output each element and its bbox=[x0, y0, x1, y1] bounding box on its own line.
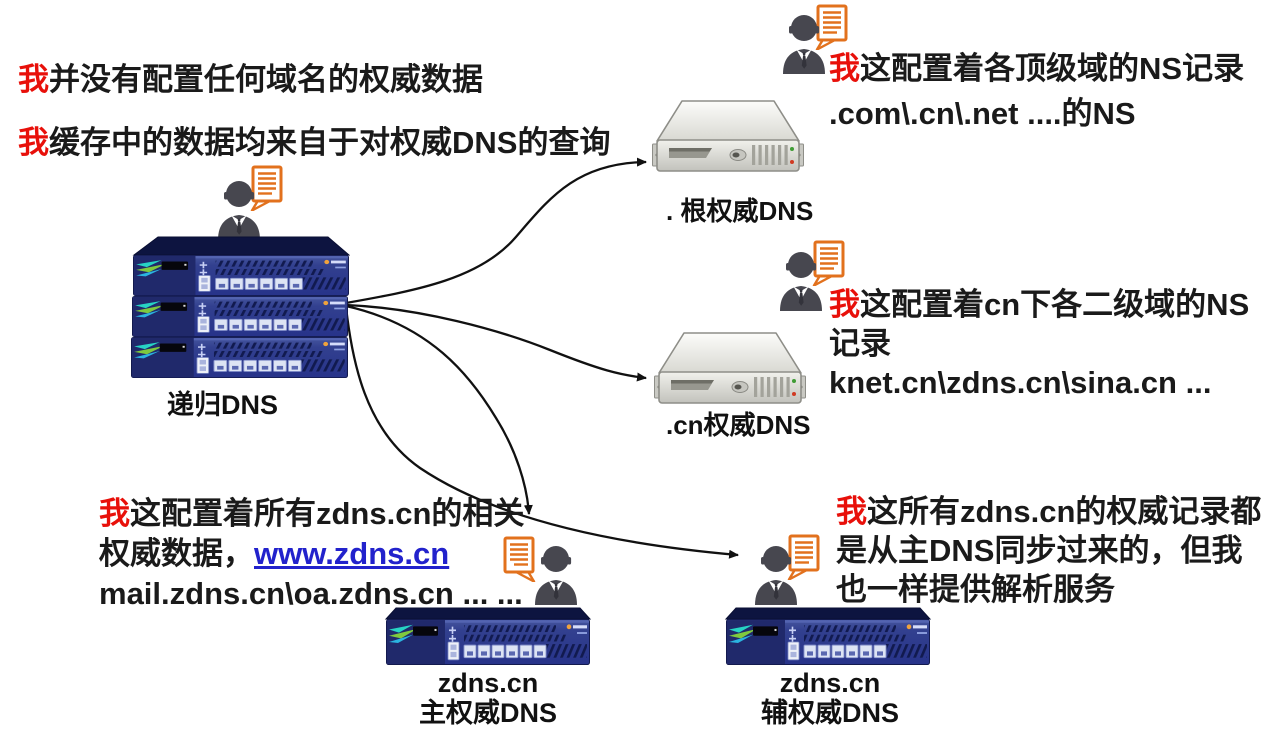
secondary-role-label: 辅权威DNS bbox=[760, 698, 899, 728]
note-lead-wo: 我 bbox=[18, 125, 49, 160]
secondary-dns-label: zdns.cn 辅权威DNS bbox=[725, 668, 935, 728]
note-lead-wo: 我 bbox=[829, 287, 860, 322]
note-text: 并没有配置任何域名的权威数据 bbox=[49, 62, 483, 97]
note-text: 这所有zdns.cn的权威记录都 bbox=[867, 494, 1262, 529]
root-dns-server bbox=[652, 98, 804, 176]
person-icon bbox=[534, 545, 580, 605]
primary-role-label: 主权威DNS bbox=[418, 698, 557, 728]
person-icon bbox=[782, 14, 828, 74]
note-lead-wo: 我 bbox=[836, 494, 867, 529]
note-text: 权威数据， bbox=[99, 536, 254, 571]
root-dns-label: . 根权威DNS bbox=[666, 196, 814, 226]
cn-dns-label: .cn权威DNS bbox=[666, 410, 811, 440]
secondary-dns-server bbox=[724, 607, 932, 665]
primary-dns-server bbox=[384, 607, 592, 665]
primary-dns-note: 我这配置着所有zdns.cn的相关 权威数据，www.zdns.cn mail.… bbox=[99, 494, 524, 614]
cn-dns-note: 我这配置着cn下各二级域的NS 记录 knet.cn\zdns.cn\sina.… bbox=[829, 285, 1249, 402]
primary-domain-label: zdns.cn bbox=[437, 668, 539, 698]
note-text: 是从主DNS同步过来的，但我 bbox=[836, 533, 1243, 568]
note-text: knet.cn\zdns.cn\sina.cn ... bbox=[829, 365, 1212, 400]
note-text: 记录 bbox=[829, 326, 891, 361]
recursive-note-line1: 我并没有配置任何域名的权威数据 bbox=[18, 60, 483, 100]
note-text: 这配置着所有zdns.cn的相关 bbox=[130, 496, 525, 531]
person-icon bbox=[779, 251, 825, 311]
zdns-link[interactable]: www.zdns.cn bbox=[254, 536, 450, 571]
person-icon bbox=[217, 180, 263, 240]
arrow-to-primary-dns bbox=[345, 304, 533, 515]
note-text: 也一样提供解析服务 bbox=[836, 572, 1115, 607]
secondary-domain-label: zdns.cn bbox=[779, 668, 881, 698]
note-text: .com\.cn\.net ....的NS bbox=[829, 96, 1136, 131]
secondary-dns-note: 我这所有zdns.cn的权威记录都 是从主DNS同步过来的，但我 也一样提供解析… bbox=[836, 492, 1261, 609]
recursive-dns-server-stack bbox=[131, 236, 350, 378]
note-text: 这配置着cn下各二级域的NS bbox=[860, 287, 1250, 322]
primary-dns-label: zdns.cn 主权威DNS bbox=[385, 668, 591, 728]
note-lead-wo: 我 bbox=[829, 51, 860, 86]
note-lead-wo: 我 bbox=[99, 496, 130, 531]
root-dns-note: 我这配置着各顶级域的NS记录 .com\.cn\.net ....的NS bbox=[829, 46, 1244, 136]
recursive-note-line2: 我缓存中的数据均来自于对权威DNS的查询 bbox=[18, 123, 610, 163]
note-lead-wo: 我 bbox=[18, 62, 49, 97]
arrow-to-root-dns bbox=[345, 157, 647, 305]
cn-dns-server bbox=[654, 330, 806, 408]
person-icon bbox=[754, 545, 800, 605]
note-text: 这配置着各顶级域的NS记录 bbox=[860, 51, 1245, 86]
arrow-to-secondary-dns bbox=[344, 306, 739, 559]
recursive-dns-label: 递归DNS bbox=[166, 390, 278, 420]
arrow-to-cn-dns bbox=[345, 303, 647, 382]
note-text: 缓存中的数据均来自于对权威DNS的查询 bbox=[49, 125, 611, 160]
document-speech-bubble-icon bbox=[502, 536, 536, 582]
note-text: mail.zdns.cn\oa.zdns.cn ... ... bbox=[99, 576, 523, 611]
